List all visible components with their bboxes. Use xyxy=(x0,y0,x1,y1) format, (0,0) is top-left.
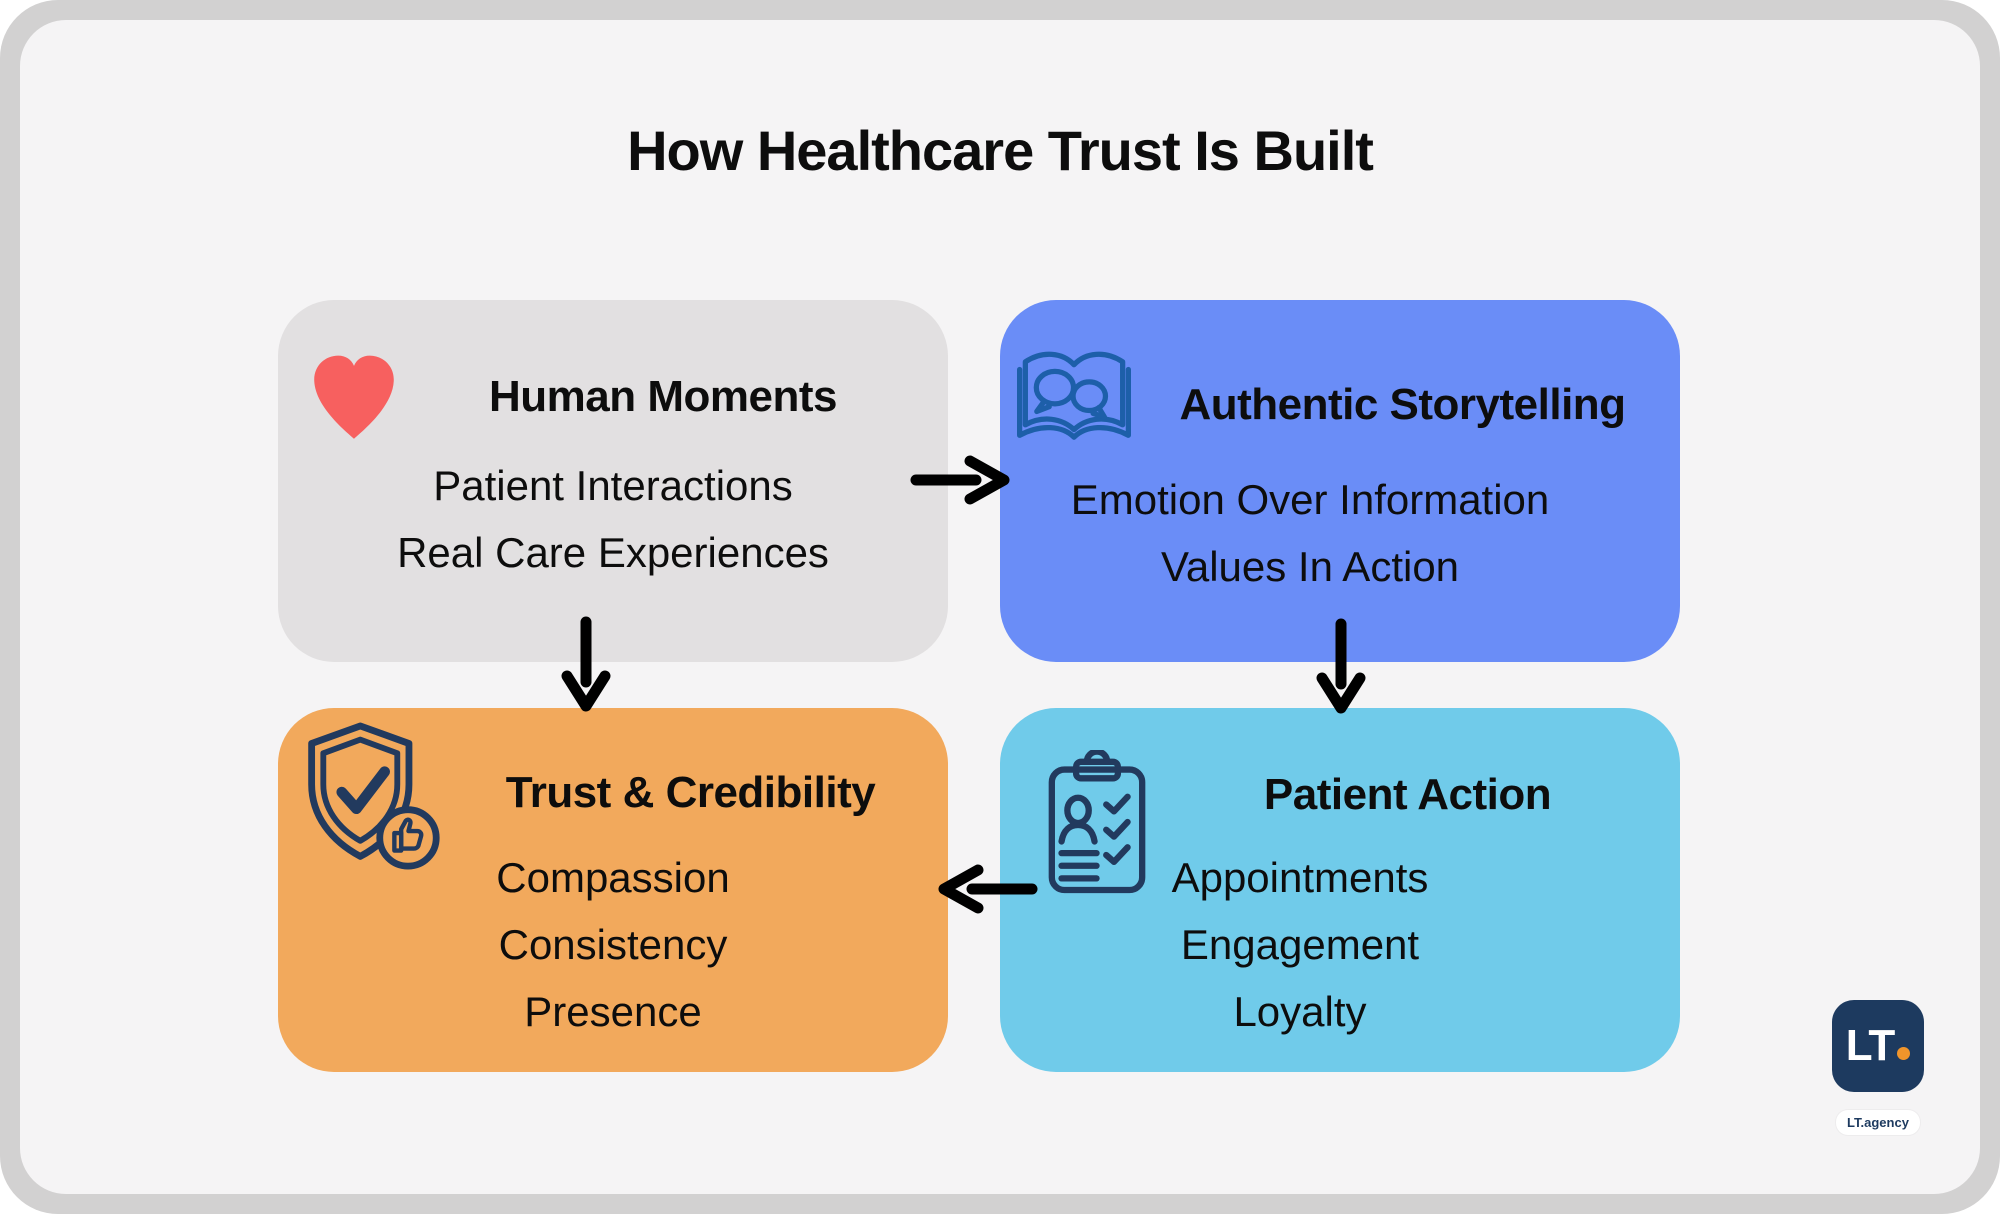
brand-logo: LT LT.agency xyxy=(1818,1000,1938,1135)
card-line: Engagement xyxy=(1180,921,1420,968)
lt-logo-icon: LT xyxy=(1832,1000,1924,1092)
card-line: Appointments xyxy=(1171,854,1429,901)
card-body: Compassion Consistency Presence xyxy=(278,844,948,1045)
card-line: Consistency xyxy=(498,921,728,968)
logo-monogram: LT xyxy=(1846,1021,1911,1071)
shield-check-icon xyxy=(298,720,444,876)
card-line: Real Care Experiences xyxy=(397,529,829,576)
card-body: Appointments Engagement Loyalty xyxy=(960,844,1640,1045)
arrow-down-left-icon xyxy=(561,616,611,712)
arrow-left-icon xyxy=(938,864,1038,914)
logo-dot-icon xyxy=(1897,1047,1911,1060)
card-title: Authentic Storytelling xyxy=(1179,380,1626,429)
card-title: Trust & Credibility xyxy=(505,768,876,817)
heart-icon xyxy=(303,346,405,450)
card-line: Values In Action xyxy=(1160,543,1460,590)
card-title: Human Moments xyxy=(489,372,837,421)
card-title: Patient Action xyxy=(1263,770,1552,819)
card-line: Loyalty xyxy=(1233,988,1367,1035)
card-authentic-storytelling: Authentic Storytelling Emotion Over Info… xyxy=(1000,300,1680,662)
page-title: How Healthcare Trust Is Built xyxy=(627,119,1374,182)
clipboard-checklist-icon xyxy=(1046,748,1148,896)
card-line: Presence xyxy=(524,988,702,1035)
card-human-moments: Human Moments Patient Interactions Real … xyxy=(278,300,948,662)
card-line: Compassion xyxy=(496,854,730,901)
card-line: Emotion Over Information xyxy=(1070,476,1550,523)
arrow-right-icon xyxy=(910,455,1010,505)
logo-caption: LT.agency xyxy=(1836,1110,1920,1135)
storybook-icon xyxy=(1012,340,1136,460)
card-patient-action: Patient Action Appointments Engagement L… xyxy=(1000,708,1680,1072)
card-body: Patient Interactions Real Care Experienc… xyxy=(278,452,948,586)
arrow-down-right-icon xyxy=(1316,618,1366,714)
card-line: Patient Interactions xyxy=(433,462,793,509)
card-body: Emotion Over Information Values In Actio… xyxy=(970,466,1650,600)
card-trust-credibility: Trust & Credibility Compassion Consisten… xyxy=(278,708,948,1072)
